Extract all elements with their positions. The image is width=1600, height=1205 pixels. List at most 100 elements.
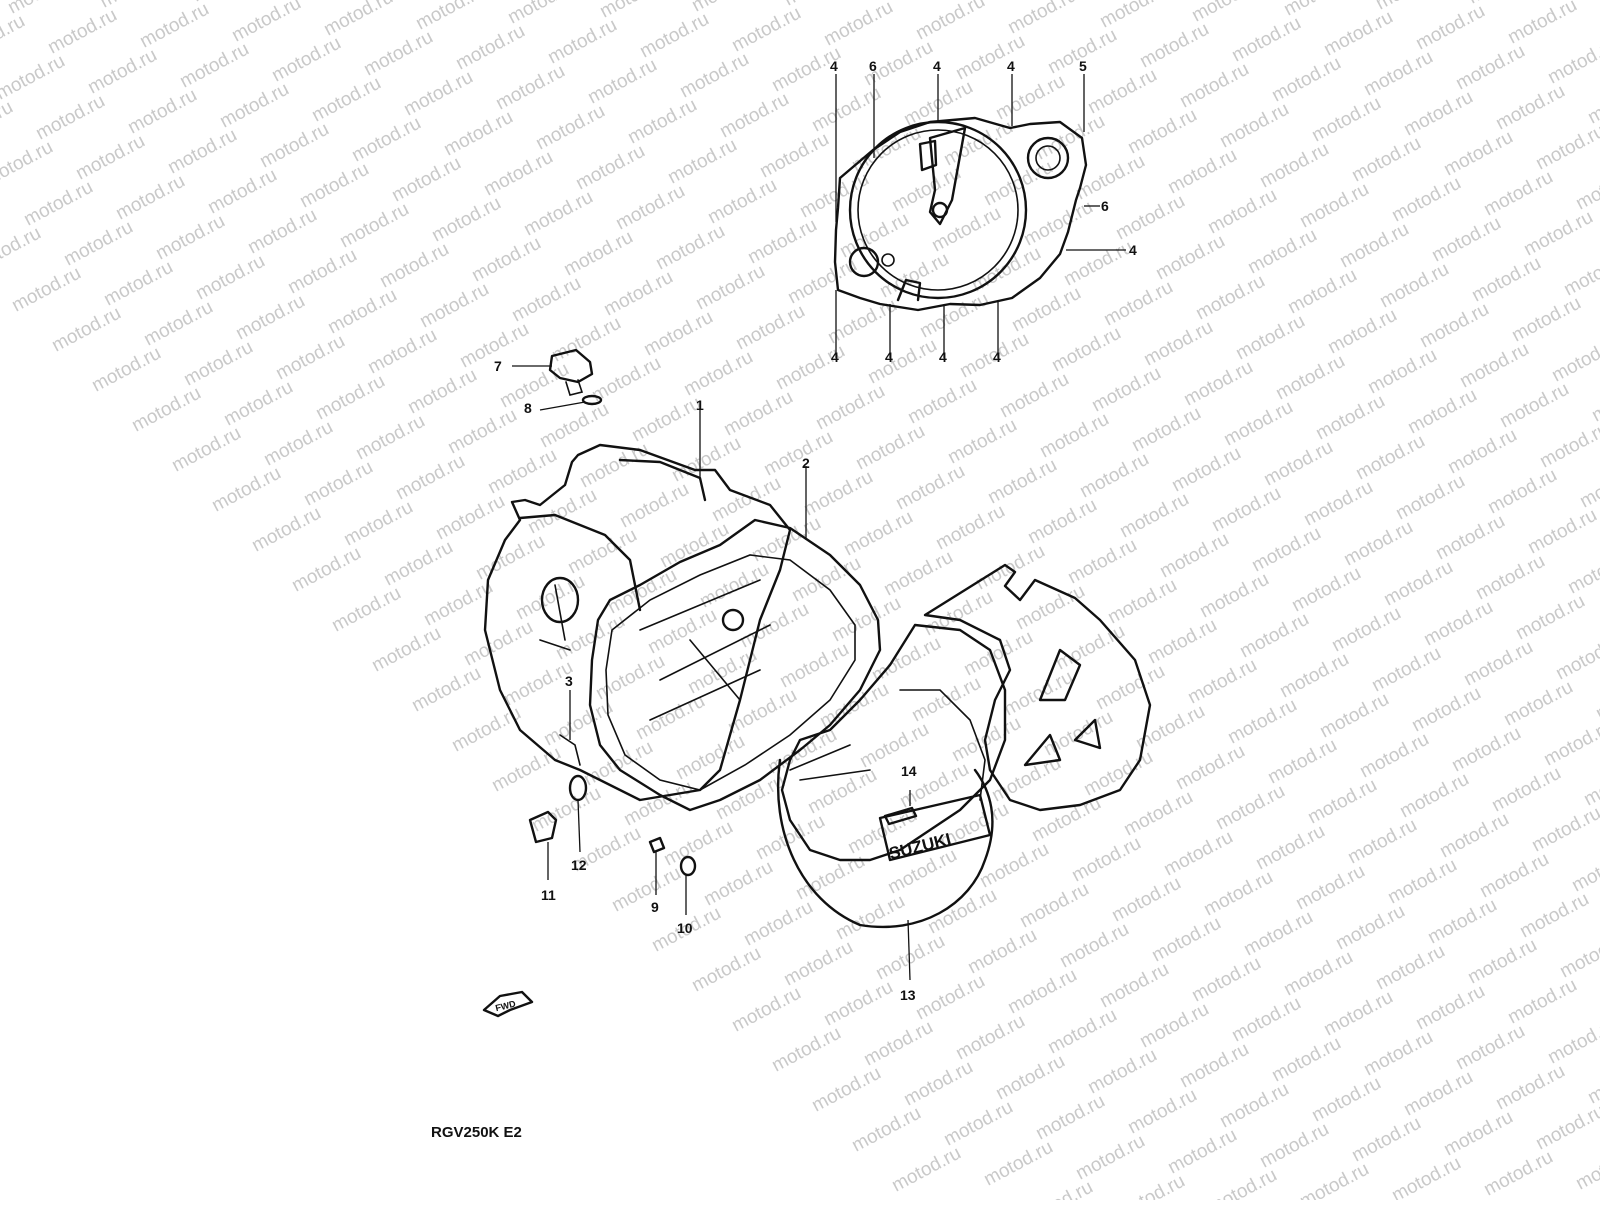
watermark-text: motod.ru xyxy=(980,1137,1056,1191)
watermark-text: motod.ru xyxy=(1308,1073,1384,1127)
watermark-text: motod.ru xyxy=(1360,47,1436,101)
watermark-text: motod.ru xyxy=(1436,809,1512,863)
watermark-text: motod.ru xyxy=(1180,357,1256,411)
watermark-text: motod.ru xyxy=(508,273,584,327)
watermark-text: motod.ru xyxy=(940,1097,1016,1151)
watermark-text: motod.ru xyxy=(1448,723,1524,777)
watermark-text: motod.ru xyxy=(652,221,728,275)
watermark-text: motod.ru xyxy=(440,107,516,161)
watermark-text: motod.ru xyxy=(1124,105,1200,159)
watermark-text: motod.ru xyxy=(32,91,108,145)
watermark-text: motod.ru xyxy=(1240,907,1316,961)
watermark-text: motod.ru xyxy=(1176,1039,1252,1093)
watermark-text: motod.ru xyxy=(1572,1141,1600,1195)
watermark-text: motod.ru xyxy=(1044,1005,1120,1059)
watermark-text: motod.ru xyxy=(1552,631,1600,685)
watermark-text: motod.ru xyxy=(1416,299,1492,353)
watermark-text: motod.ru xyxy=(308,73,384,127)
watermark-text: motod.ru xyxy=(1380,557,1456,611)
watermark-text: motod.ru xyxy=(1460,637,1536,691)
watermark-text: motod.ru xyxy=(1452,1021,1528,1075)
watermark-text: motod.ru xyxy=(1296,1159,1372,1200)
watermark-text: motod.ru xyxy=(140,297,216,351)
watermark-text: motod.ru xyxy=(1304,775,1380,829)
watermark-text: motod.ru xyxy=(1060,237,1136,291)
watermark-text: motod.ru xyxy=(1292,861,1368,915)
watermark-text: motod.ru xyxy=(468,233,544,287)
watermark-text: motod.ru xyxy=(1132,701,1208,755)
watermark-text: motod.ru xyxy=(1428,213,1504,267)
watermark-text: motod.ru xyxy=(1452,41,1528,95)
watermark-text: motod.ru xyxy=(928,203,1004,257)
watermark-text: motod.ru xyxy=(616,479,692,533)
watermark-text: motod.ru xyxy=(1280,947,1356,1001)
watermark-text: motod.ru xyxy=(1300,477,1376,531)
watermark-text: motod.ru xyxy=(352,411,428,465)
watermark-text: motod.ru xyxy=(1204,185,1280,239)
watermark-text: motod.ru xyxy=(984,455,1060,509)
callout-6: 6 xyxy=(1101,198,1109,214)
watermark-text: motod.ru xyxy=(136,0,212,52)
watermark-text: motod.ru xyxy=(680,347,756,401)
watermark-text: motod.ru xyxy=(1148,913,1224,967)
watermark-text: motod.ru xyxy=(532,101,608,155)
watermark-text: motod.ru xyxy=(1504,975,1580,1029)
watermark-text: motod.ru xyxy=(808,83,884,137)
model-code: RGV250K E2 xyxy=(431,1124,522,1141)
watermark-text: motod.ru xyxy=(288,543,364,597)
watermark-text: motod.ru xyxy=(1144,615,1220,669)
watermark-text: motod.ru xyxy=(1004,965,1080,1019)
watermark-text: motod.ru xyxy=(612,181,688,235)
watermark-text: motod.ru xyxy=(1440,1107,1516,1161)
watermark-text: motod.ru xyxy=(1528,803,1600,857)
watermark-text: motod.ru xyxy=(1052,621,1128,675)
watermark-text: motod.ru xyxy=(1404,385,1480,439)
callout-4: 4 xyxy=(830,58,838,74)
callout-5: 5 xyxy=(1079,58,1087,74)
watermark-text: motod.ru xyxy=(256,119,332,173)
watermark-text: motod.ru xyxy=(1532,1101,1600,1155)
watermark-text: motod.ru xyxy=(248,503,324,557)
watermark-text: motod.ru xyxy=(744,215,820,269)
watermark-text: motod.ru xyxy=(760,427,836,481)
watermark-text: motod.ru xyxy=(736,599,812,653)
watermark-text: motod.ru xyxy=(324,285,400,339)
watermark-text: motod.ru xyxy=(720,387,796,441)
callout-7: 7 xyxy=(494,358,502,374)
watermark-text: motod.ru xyxy=(1032,1091,1108,1145)
watermark-text: motod.ru xyxy=(580,737,656,791)
watermark-text: motod.ru xyxy=(1348,1113,1424,1167)
watermark-text: motod.ru xyxy=(44,5,120,59)
watermark-text: motod.ru xyxy=(220,377,296,431)
watermark-text: motod.ru xyxy=(848,1103,924,1157)
watermark-text: motod.ru xyxy=(1388,173,1464,227)
watermark-text: motod.ru xyxy=(1392,471,1468,525)
watermark-text: motod.ru xyxy=(892,461,968,515)
watermark-text: motod.ru xyxy=(1156,529,1232,583)
watermark-text: motod.ru xyxy=(1084,65,1160,119)
watermark-text: motod.ru xyxy=(1488,763,1564,817)
watermark-text: motod.ru xyxy=(364,325,440,379)
watermark-text: motod.ru xyxy=(232,291,308,345)
watermark-text: motod.ru xyxy=(0,51,69,105)
watermark-text: motod.ru xyxy=(1288,563,1364,617)
watermark-text: motod.ru xyxy=(1520,207,1596,261)
watermark-text: motod.ru xyxy=(1068,833,1144,887)
watermark-text: motod.ru xyxy=(72,131,148,185)
watermark-text: motod.ru xyxy=(1164,145,1240,199)
watermark-text: motod.ru xyxy=(1420,597,1496,651)
watermark-text: motod.ru xyxy=(484,445,560,499)
watermark-text: motod.ru xyxy=(1340,517,1416,571)
watermark-text: motod.ru xyxy=(1476,849,1552,903)
watermark-text: motod.ru xyxy=(404,365,480,419)
watermark-text: motod.ru xyxy=(976,839,1052,893)
watermark-text: motod.ru xyxy=(216,79,292,133)
callout-10: 10 xyxy=(677,920,693,936)
watermark-text: motod.ru xyxy=(432,491,508,545)
watermark-text: motod.ru xyxy=(1216,99,1292,153)
watermark-text: motod.ru xyxy=(1320,987,1396,1041)
watermark-text: motod.ru xyxy=(776,639,852,693)
watermark-text: motod.ru xyxy=(1152,231,1228,285)
watermark-text: motod.ru xyxy=(0,11,29,65)
watermark-text: motod.ru xyxy=(360,27,436,81)
